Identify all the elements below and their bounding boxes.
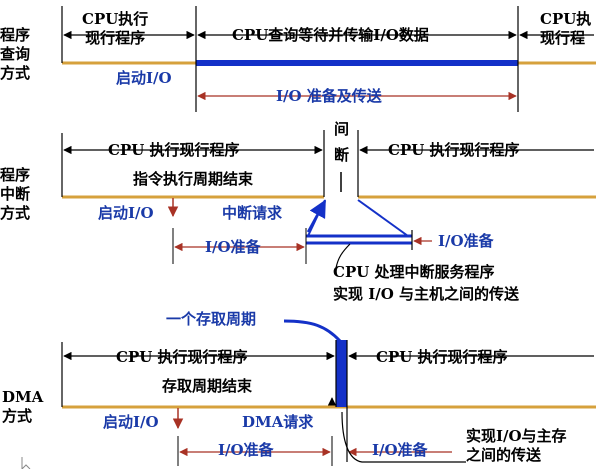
interrupt-io-prepare-left: I/O准备 <box>205 238 261 256</box>
dma-io-prepare-left: I/O准备 <box>218 441 274 459</box>
instr-cycle-end: 指令执行周期结束 <box>133 170 254 188</box>
polling-start-io: 启动I/O <box>116 69 172 87</box>
interrupt-io-prepare-right: I/O准备 <box>438 232 494 250</box>
isr-leader-line <box>335 243 351 269</box>
dma-start-io: 启动I/O <box>103 413 159 431</box>
dma-request-label: DMA请求 <box>242 413 314 431</box>
isr-left-edge <box>307 199 326 237</box>
interrupt-cpu-exec-right: CPU 执行现行程序 <box>388 141 520 159</box>
dma-cpu-exec-right: CPU 执行现行程序 <box>376 348 508 366</box>
polling-mode-label: 程序 查询 方式 <box>0 26 31 82</box>
interrupt-gap-char-2: 断 <box>334 146 350 164</box>
interrupt-mode-label: 程序 中断 方式 <box>0 166 31 222</box>
dma-access-cycle-bar <box>336 340 347 407</box>
polling-cpu-exec-left: CPU执行 现行程序 <box>82 10 149 47</box>
dma-graphics <box>21 319 596 469</box>
polling-io-prepare-transfer: I/O 准备及传送 <box>276 87 382 105</box>
isr-line-1: CPU 处理中断服务程序 <box>333 263 495 281</box>
cursor-icon <box>21 457 31 469</box>
interrupt-graphics <box>61 130 596 269</box>
dma-transfer-note: 实现I/O与主存 之间的传送 <box>466 427 567 464</box>
polling-busy-bar <box>196 60 518 66</box>
polling-graphics <box>61 6 596 112</box>
interrupt-request-label: 中断请求 <box>222 204 283 222</box>
interrupt-start-io: 启动I/O <box>98 204 154 222</box>
polling-cpu-wait: CPU查询等待并传输I/O数据 <box>232 26 429 44</box>
isr-line-2: 实现 I/O 与主机之间的传送 <box>333 285 520 303</box>
access-cycle-end: 存取周期结束 <box>162 377 253 395</box>
access-cycle-leader <box>283 319 342 343</box>
dma-io-prepare-right: I/O准备 <box>372 441 428 459</box>
transfer-leader-line <box>341 411 466 463</box>
dma-cpu-exec-left: CPU 执行现行程序 <box>116 348 248 366</box>
access-cycle-label: 一个存取周期 <box>166 310 257 328</box>
interrupt-gap-char-1: 间 <box>334 120 350 138</box>
dma-mode-label: DMA 方式 <box>2 388 44 425</box>
interrupt-cpu-exec-left: CPU 执行现行程序 <box>108 141 240 159</box>
isr-right-edge <box>357 199 409 237</box>
polling-cpu-exec-right: CPU执 现行程 <box>540 10 592 47</box>
